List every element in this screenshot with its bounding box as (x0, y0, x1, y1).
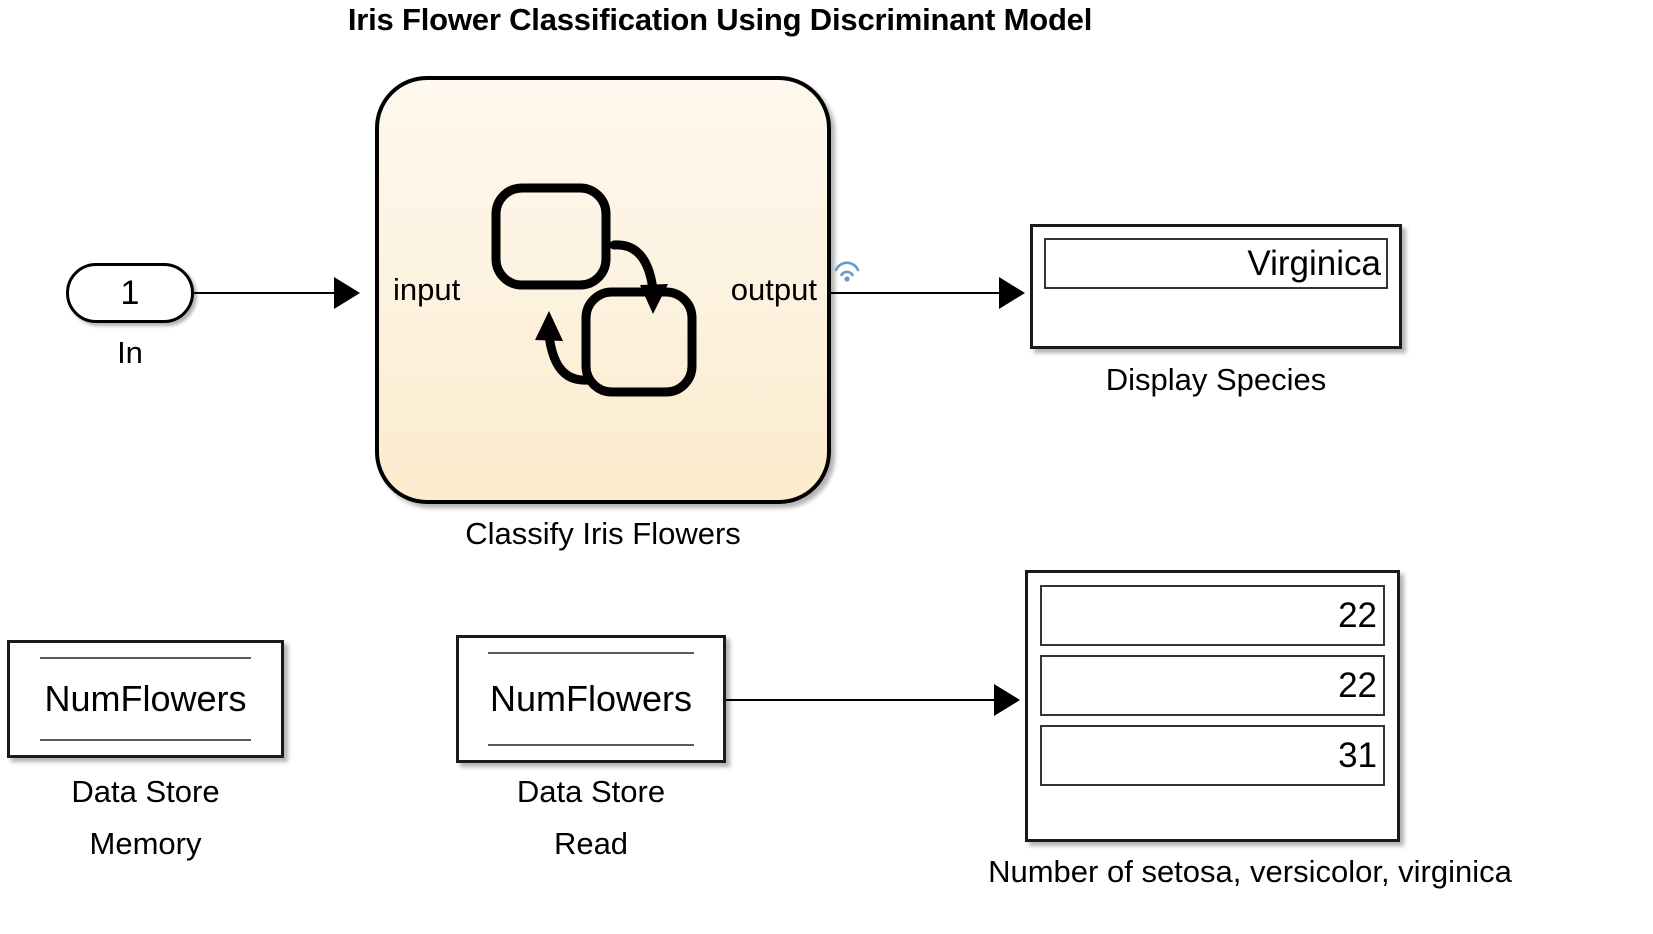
signal-line-in-to-chart[interactable] (194, 292, 334, 294)
stateflow-chart-icon (491, 183, 697, 397)
signal-arrow-chart-input (334, 277, 360, 309)
counts-display-value-versicolor: 22 (1040, 655, 1385, 716)
chart-input-port-label: input (393, 272, 461, 307)
signal-line-chart-to-display[interactable] (831, 292, 999, 294)
display-species-value: Virginica (1044, 238, 1388, 289)
counts-display-caption: Number of setosa, versicolor, virginica (988, 854, 1512, 889)
stateflow-chart-block[interactable]: input output (375, 76, 831, 504)
display-species-caption: Display Species (1105, 362, 1327, 397)
signal-arrow-counts-display-input (994, 684, 1020, 716)
inport-block[interactable]: 1 (66, 263, 194, 323)
counts-display-value-setosa: 22 (1040, 585, 1385, 646)
data-store-memory-name: NumFlowers (44, 678, 247, 719)
page-title: Iris Flower Classification Using Discrim… (347, 2, 1093, 37)
data-store-memory-rule-top (39, 657, 252, 659)
counts-display-value-virginica: 31 (1040, 725, 1385, 786)
stateflow-chart-caption: Classify Iris Flowers (465, 516, 741, 551)
data-store-memory-block[interactable]: NumFlowers (7, 640, 284, 758)
data-store-read-block[interactable]: NumFlowers (456, 635, 726, 763)
signal-line-read-to-counts[interactable] (726, 699, 994, 701)
data-store-read-name: NumFlowers (489, 678, 693, 719)
counts-display-block[interactable]: 22 22 31 (1025, 570, 1400, 842)
signal-arrow-display-species-input (999, 277, 1025, 309)
inport-caption: In (117, 335, 143, 370)
data-store-memory-caption: Data Store Memory (71, 774, 220, 861)
chart-output-port-label: output (730, 272, 817, 307)
data-store-memory-rule-bottom (39, 739, 252, 741)
broadcast-signal-icon (834, 261, 860, 282)
data-store-read-rule-top (488, 652, 694, 654)
data-store-read-caption: Data Store Read (516, 774, 666, 861)
inport-number-label: 1 (120, 274, 140, 312)
data-store-read-rule-bottom (488, 744, 694, 746)
display-species-block[interactable]: Virginica (1030, 224, 1402, 349)
